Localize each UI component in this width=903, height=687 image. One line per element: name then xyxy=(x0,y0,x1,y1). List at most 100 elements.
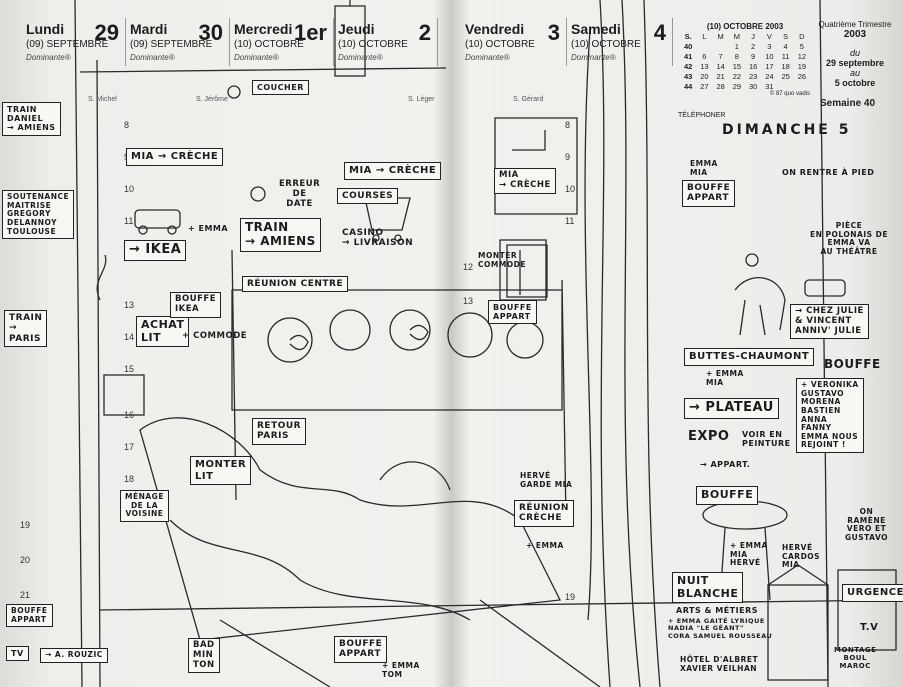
quarter-info: Quatrième Trimestre 2003 du 29 septembre… xyxy=(815,20,895,88)
day-number: 4 xyxy=(653,20,666,45)
day-number: 3 xyxy=(547,20,560,45)
calendar-grid: S. L M M J V S D 40 1 2 3 4 5 41 6 xyxy=(680,31,810,91)
calendar-credit: © 87 quo vadis xyxy=(769,91,810,97)
calendar-cell: 4 xyxy=(783,41,788,51)
calendar-week-row: 43 20 21 22 23 24 25 26 xyxy=(680,71,810,81)
note-tv-2: T.V xyxy=(860,622,879,633)
note-rouzic: → A. ROUZIC xyxy=(40,648,108,663)
hour-label: 18 xyxy=(124,474,135,484)
calendar-cell: 7 xyxy=(718,51,723,61)
hour-label: 10 xyxy=(124,184,135,194)
day-month: (10) OCTOBRE xyxy=(571,39,641,50)
day-name: Lundi xyxy=(26,21,65,37)
note-guest-list: + VERONIKA GUSTAVO MORENA BASTIEN ANNA F… xyxy=(796,378,864,453)
calendar-cell: 10 xyxy=(765,51,774,61)
hour-label: 8 xyxy=(565,120,571,130)
calendar-cell: 5 xyxy=(799,41,804,51)
day-name: Samedi xyxy=(571,21,621,37)
hour-label: 10 xyxy=(565,184,576,194)
calendar-title: (10) OCTOBRE 2003 xyxy=(706,22,784,31)
calendar-cell: 14 xyxy=(716,61,725,71)
calendar-head: M xyxy=(733,31,740,41)
calendar-cell: 2 xyxy=(751,41,756,51)
day-header-mercredi: Mercredi 1er (10) OCTOBRE Dominante® xyxy=(230,18,334,66)
note-dimanche: DIMANCHE 5 xyxy=(722,122,852,138)
calendar-cell: 21 xyxy=(716,71,725,81)
saint-name: S. Léger xyxy=(408,96,435,103)
note-erreur-de-date: ERREUR DE DATE xyxy=(279,179,321,209)
note-urgences: URGENCES xyxy=(842,584,903,602)
note-emma-mia-2: + EMMA MIA xyxy=(706,369,744,387)
hour-label: 17 xyxy=(124,442,135,452)
calendar-cell: 23 xyxy=(748,71,758,81)
calendar-header-row: S. L M M J V S D xyxy=(680,31,810,41)
calendar-week-row: 40 1 2 3 4 5 xyxy=(680,41,810,51)
calendar-cell: 8 xyxy=(734,51,739,61)
calendar-cell: 6 xyxy=(702,51,707,61)
hour-label: 13 xyxy=(463,296,474,306)
dominante-label: Dominante® xyxy=(130,53,175,62)
day-header-vendredi: Vendredi 3 (10) OCTOBRE Dominante® xyxy=(461,18,567,66)
day-month: (10) OCTOBRE xyxy=(465,39,535,50)
calendar-cell: 41 xyxy=(683,51,693,61)
calendar-cell: 44 xyxy=(683,81,693,91)
hour-label: 11 xyxy=(124,216,134,226)
hour-label: 11 xyxy=(565,216,575,226)
day-number: 29 xyxy=(94,20,119,45)
note-train-paris: TRAIN → PARIS xyxy=(4,310,48,348)
day-name: Mercredi xyxy=(234,21,293,37)
calendar-cell: 24 xyxy=(765,71,774,81)
hour-label: 15 xyxy=(124,364,135,374)
note-achat-lit: ACHAT LIT xyxy=(136,316,190,348)
calendar-head: V xyxy=(766,31,772,41)
day-month: (10) OCTOBRE xyxy=(234,39,304,50)
day-name: Mardi xyxy=(130,21,168,37)
note-emma-mia: EMMA MIA xyxy=(690,159,718,177)
quarter-end: 5 octobre xyxy=(834,78,876,88)
hour-label: 21 xyxy=(20,590,31,600)
note-bouffe-appart-bl: BOUFFE APPART xyxy=(6,604,53,628)
note-retour-paris: RETOUR PARIS xyxy=(252,418,307,445)
note-bouffe-appart-2: BOUFFE APPART xyxy=(334,636,388,663)
note-voir-peinture: VOIR EN PEINTURE xyxy=(742,430,791,449)
note-expo: EXPO xyxy=(688,429,730,444)
hour-label: 16 xyxy=(124,410,135,420)
note-hotel-albret: HÔTEL D'ALBRET XAVIER VEILHAN xyxy=(680,655,759,673)
note-tv: TV xyxy=(6,646,29,662)
calendar-cell xyxy=(794,81,810,91)
calendar-cell: 9 xyxy=(751,51,756,61)
note-mia-creche-2: MIA → CRÈCHE xyxy=(344,162,442,180)
calendar-cell: 42 xyxy=(683,61,693,71)
dominante-label: Dominante® xyxy=(338,53,383,62)
note-train-daniel: TRAIN DANIEL → AMIENS xyxy=(2,102,61,136)
calendar-head: D xyxy=(799,31,805,41)
calendar-head: S xyxy=(783,31,789,41)
note-courses: COURSES xyxy=(337,188,399,205)
note-plateau: → PLATEAU xyxy=(684,398,779,419)
day-header-lundi: Lundi 29 (09) SEPTEMBRE Dominante® xyxy=(22,18,126,66)
note-buttes-chaumont: BUTTES-CHAUMONT xyxy=(684,348,815,366)
note-herve: HERVÉ GARDE MIA xyxy=(520,471,573,489)
calendar-head: L xyxy=(702,31,707,41)
calendar-cell xyxy=(778,81,794,91)
saint-name: S. Michel xyxy=(88,96,117,103)
note-bouffe-appart: BOUFFE APPART xyxy=(488,300,537,325)
day-number: 30 xyxy=(198,20,223,45)
note-on-rentre: ON RENTRE À PIED xyxy=(782,168,875,177)
note-mia-creche: MIA → CRÈCHE xyxy=(126,148,224,166)
mini-calendar: (10) OCTOBRE 2003 S. L M M J V S D 40 1 … xyxy=(680,22,810,97)
quarter-start: 29 septembre xyxy=(825,58,885,68)
note-emma-creche: + EMMA xyxy=(526,541,564,550)
note-chez-julie: → CHEZ JULIE & VINCENT ANNIV' JULIE xyxy=(790,304,869,340)
dominante-label: Dominante® xyxy=(26,53,71,62)
note-bouffe-2: BOUFFE xyxy=(696,486,759,505)
day-name: Vendredi xyxy=(465,21,525,37)
calendar-cell: 3 xyxy=(767,41,772,51)
calendar-cell: 15 xyxy=(732,61,742,71)
quarter-year: 2003 xyxy=(843,29,867,40)
calendar-cell: 22 xyxy=(732,71,742,81)
note-bouffe-appart-3: BOUFFE APPART xyxy=(682,180,736,207)
quarter-label: Quatrième Trimestre xyxy=(818,20,892,29)
note-commode: + COMMODE xyxy=(182,331,248,341)
